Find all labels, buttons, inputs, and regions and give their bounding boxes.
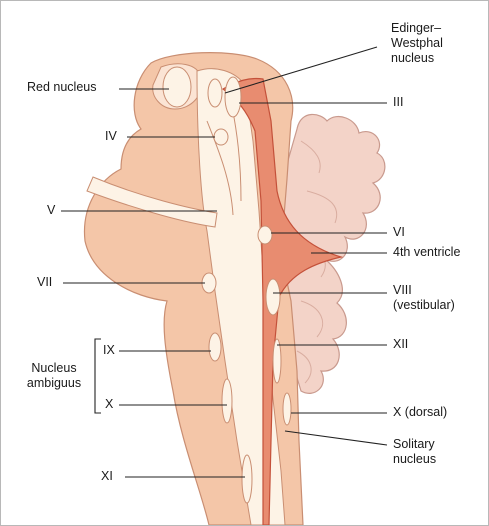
nucleus-ambiguus-bracket [95,339,101,413]
vi-nucleus-shape [258,226,272,244]
xii-nucleus-shape [273,339,281,383]
label-ix: IX [103,343,115,358]
label-red-nucleus: Red nucleus [27,80,97,95]
red-nucleus-shape [163,67,191,107]
label-iv: IV [105,129,117,144]
iii-nucleus-shape [225,77,241,117]
leader-solitary [285,431,387,445]
label-edinger-westphal: Edinger– Westphal nucleus [391,21,443,66]
label-fourth-ventricle: 4th ventricle [393,245,460,260]
x-dorsal-nucleus-shape [283,393,291,425]
viii-nucleus-shape [266,279,280,315]
ix-nucleus-shape [209,333,221,361]
label-viii: VIII (vestibular) [393,283,455,313]
label-iii: III [393,95,403,110]
label-x: X [105,397,113,412]
edinger-westphal-shape [208,79,222,107]
label-xii: XII [393,337,408,352]
label-v: V [47,203,55,218]
label-nucleus-ambiguus: Nucleus ambiguus [21,361,87,391]
x-nucleus-shape [222,379,232,423]
label-vii: VII [37,275,52,290]
label-x-dorsal: X (dorsal) [393,405,447,420]
xi-nucleus-shape [242,455,252,503]
label-xi: XI [101,469,113,484]
label-solitary-nucleus: Solitary nucleus [393,437,436,467]
label-vi: VI [393,225,405,240]
iv-nucleus-shape [214,129,228,145]
